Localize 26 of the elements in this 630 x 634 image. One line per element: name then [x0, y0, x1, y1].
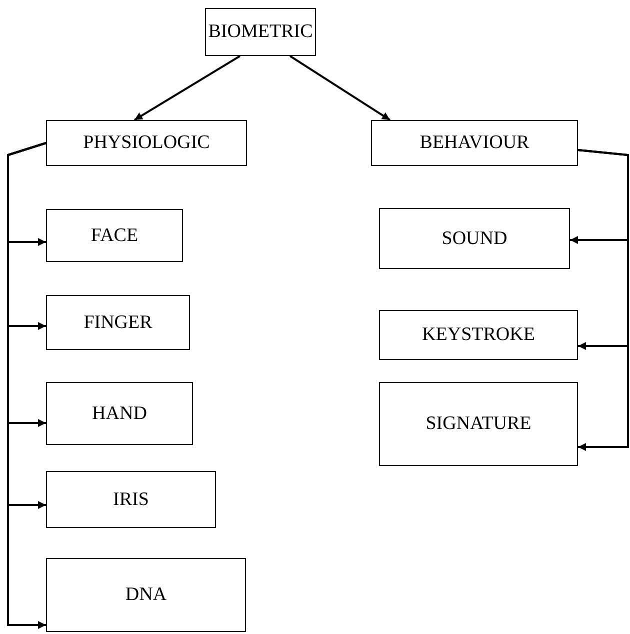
category-label: IRIS [113, 488, 149, 510]
category-box [46, 471, 216, 528]
arrow [7, 142, 46, 629]
category-box [205, 8, 316, 56]
arrow [289, 55, 391, 121]
category-box [46, 209, 183, 262]
category-box [46, 382, 193, 445]
category-label: HAND [92, 402, 147, 424]
category-label: FINGER [84, 312, 152, 334]
category-box [379, 208, 570, 269]
category-box [46, 120, 247, 166]
category-box [46, 558, 246, 632]
category-label: BIOMETRIC [208, 21, 313, 43]
category-box [379, 310, 578, 360]
category-box [46, 295, 190, 350]
category-label: KEYSTROKE [422, 324, 535, 346]
category-label: SIGNATURE [426, 413, 532, 435]
arrow [134, 55, 241, 121]
category-label: DNA [125, 584, 167, 606]
category-label: BEHAVIOUR [420, 132, 530, 154]
category-label: FACE [90, 224, 138, 246]
category-box [371, 120, 578, 166]
arrow [578, 149, 629, 451]
category-box [379, 382, 578, 466]
category-label: SOUND [442, 228, 508, 250]
category-label: PHYSIOLOGIC [83, 132, 210, 154]
